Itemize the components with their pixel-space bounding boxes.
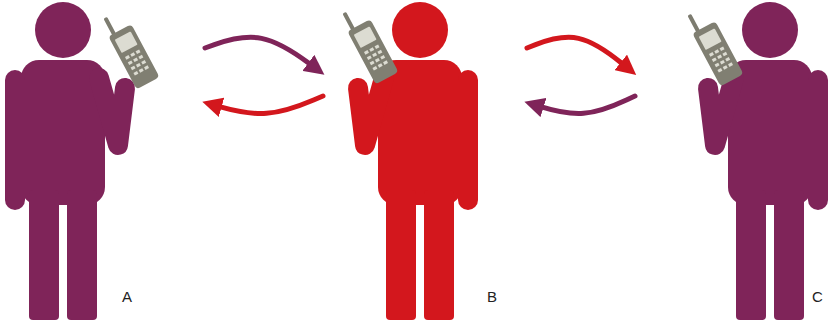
signal-arrow: [205, 37, 318, 70]
person-illustration: [640, 0, 837, 320]
person-figure: B: [328, 0, 522, 320]
radio-handset: [684, 5, 744, 86]
person-illustration: [0, 0, 200, 320]
person-figure: C: [640, 0, 837, 320]
person-illustration: [328, 0, 522, 320]
signal-arrow: [527, 37, 630, 70]
person-label: C: [812, 288, 823, 305]
person-label: B: [487, 288, 497, 305]
signal-arrow: [210, 96, 323, 114]
person-figure: A: [0, 0, 200, 320]
radio-handset: [100, 8, 160, 89]
person-label: A: [122, 288, 132, 305]
radio-handset: [339, 3, 399, 84]
person-silhouette: [5, 2, 125, 320]
signal-arrow: [532, 96, 635, 114]
